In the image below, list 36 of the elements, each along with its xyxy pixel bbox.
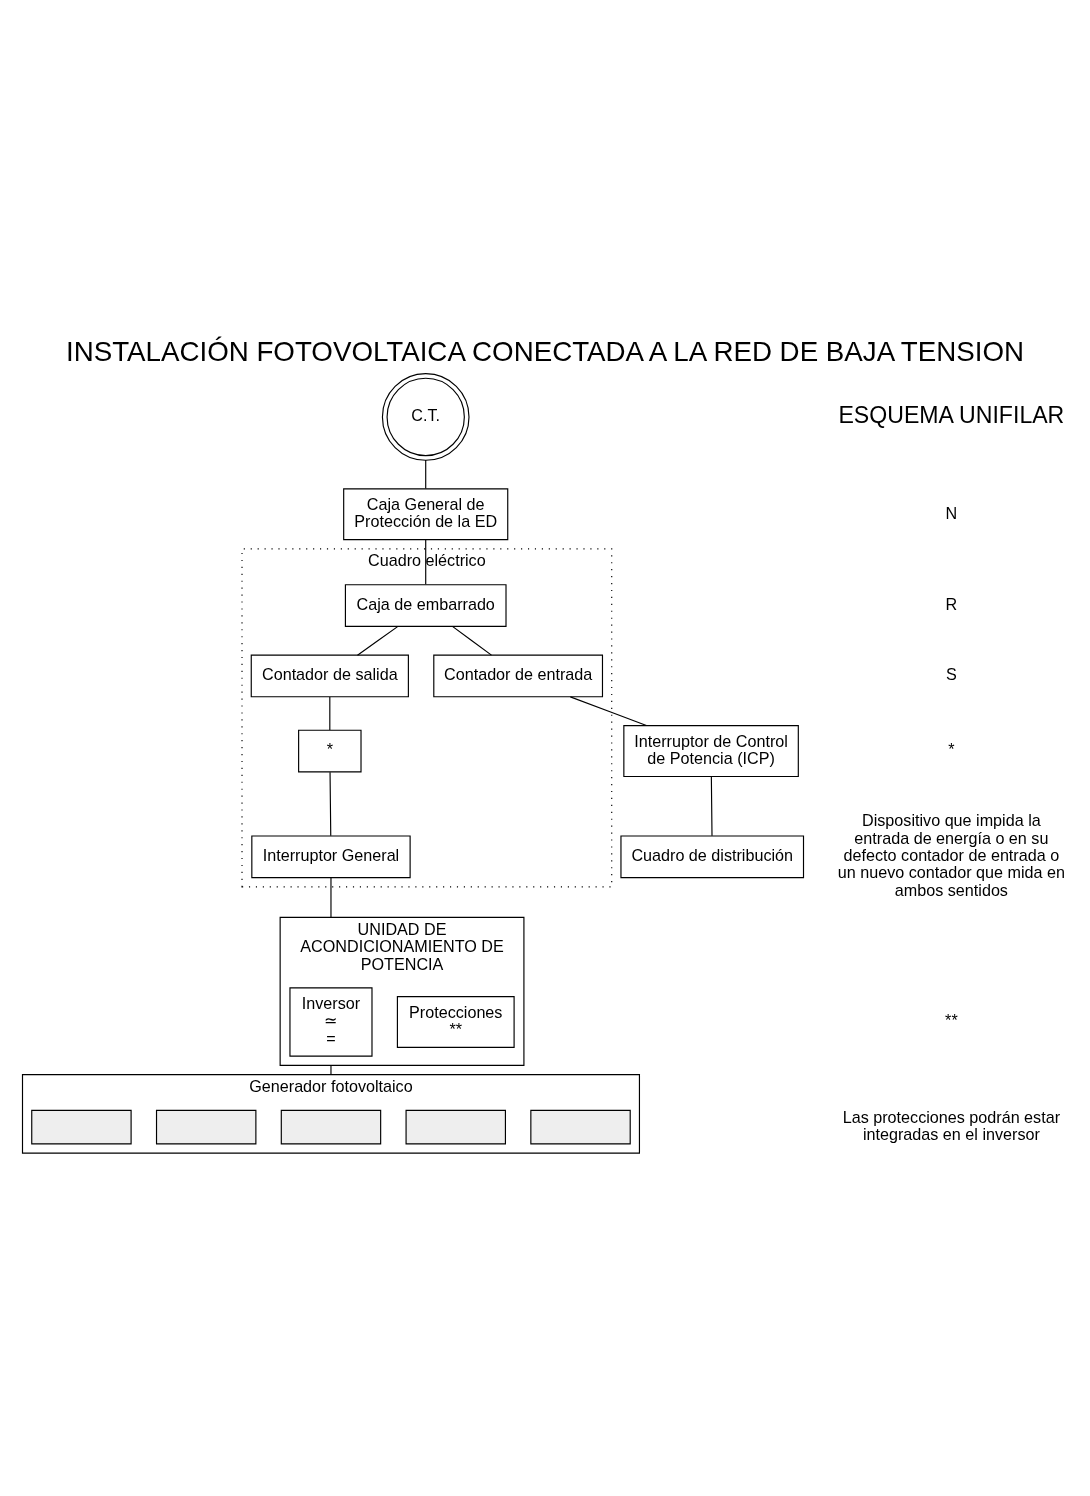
node-box: Contador de entrada (433, 654, 604, 697)
node-box (31, 1109, 132, 1144)
node-box: Caja General de Protección de la ED (343, 487, 509, 540)
connector (710, 775, 713, 836)
connector (451, 625, 493, 656)
node-box: Inversor ≃ = (289, 986, 373, 1057)
connector (329, 771, 332, 836)
label: * (948, 739, 955, 758)
connector (330, 1064, 332, 1075)
label: Las protecciones podrán estar integradas en el inversor (842, 1107, 1061, 1143)
node-box (280, 1109, 382, 1144)
node-box: Contador de salida (250, 654, 409, 697)
connector (329, 695, 331, 731)
connector (330, 876, 332, 918)
node-box: * (298, 729, 362, 772)
label: ESQUEMA UNIFILAR (838, 401, 1065, 428)
label: ** (945, 1010, 958, 1029)
diagram-title: INSTALACIÓN FOTOVOLTAICA CONECTADA A LA RED DE BAJA TENSION (65, 335, 1025, 367)
node-box (530, 1109, 631, 1144)
node-box: Caja de embarrado (344, 583, 507, 627)
connector (356, 625, 399, 656)
label: S (946, 664, 957, 683)
connector (425, 458, 427, 489)
node-box: Interruptor de Control de Potencia (ICP) (623, 724, 799, 777)
label: Dispositivo que impida la entrada de energía o en su defecto contador de entrada o un nuevo contador que mida en ambos sentidos (837, 810, 1066, 899)
node-box: Cuadro de distribución (620, 834, 805, 878)
cluster: Generador fotovoltaico (21, 1073, 641, 1154)
label: R (945, 594, 958, 613)
connector (425, 538, 427, 585)
node-box (155, 1109, 257, 1144)
node-box: Interruptor General (251, 834, 411, 878)
connector (569, 695, 647, 726)
label: N (945, 503, 958, 522)
node-box (405, 1109, 506, 1144)
node-circle: C.T. (381, 372, 470, 461)
node-box: Protecciones ** (396, 995, 515, 1048)
